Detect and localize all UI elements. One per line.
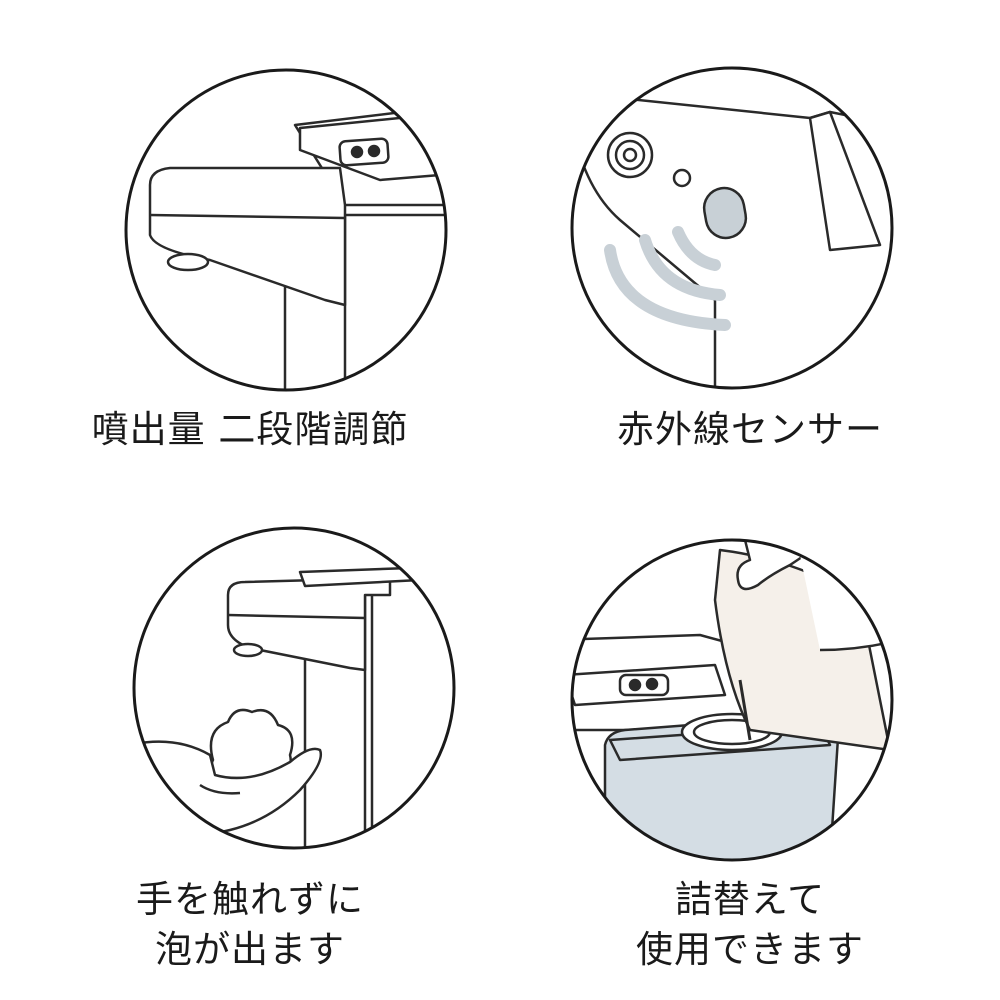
caption-line: 噴出量 二段階調節: [91, 408, 409, 451]
refill-illustration: [570, 538, 894, 862]
minus-icon: [350, 145, 364, 159]
frame-circle: [124, 68, 448, 392]
sensor-illustration: [570, 66, 894, 390]
signal-wave-icon: [604, 244, 731, 331]
feature-panel-touchless: 手を触れずに 泡が出ます: [0, 500, 500, 1000]
feature-panel-ir-sensor: 赤外線センサー: [500, 0, 1000, 500]
dispenser-nozzle-illustration: [124, 68, 448, 392]
feature-panel-two-stage: 噴出量 二段階調節: [0, 0, 500, 500]
sensor-eye-icon: [622, 147, 638, 163]
caption-line: 泡が出ます: [155, 928, 345, 971]
plus-icon: [367, 144, 381, 158]
caption-ir-sensor: 赤外線センサー: [500, 405, 1000, 455]
hand-foam-illustration: [132, 526, 456, 850]
minus-icon: [628, 678, 642, 692]
frame-circle: [132, 526, 456, 850]
feature-panel-refill: 詰替えて 使用できます: [500, 500, 1000, 1000]
caption-line: 詰替えて: [674, 878, 826, 921]
frame-circle: [570, 538, 894, 862]
caption-two-stage: 噴出量 二段階調節: [0, 405, 500, 455]
caption-line: 手を触れずに: [136, 878, 364, 921]
frame-circle: [570, 66, 894, 390]
caption-line: 赤外線センサー: [617, 408, 883, 451]
caption-refill: 詰替えて 使用できます: [500, 875, 1000, 975]
plus-icon: [645, 677, 659, 691]
caption-touchless: 手を触れずに 泡が出ます: [0, 875, 500, 975]
caption-line: 使用できます: [636, 928, 864, 971]
